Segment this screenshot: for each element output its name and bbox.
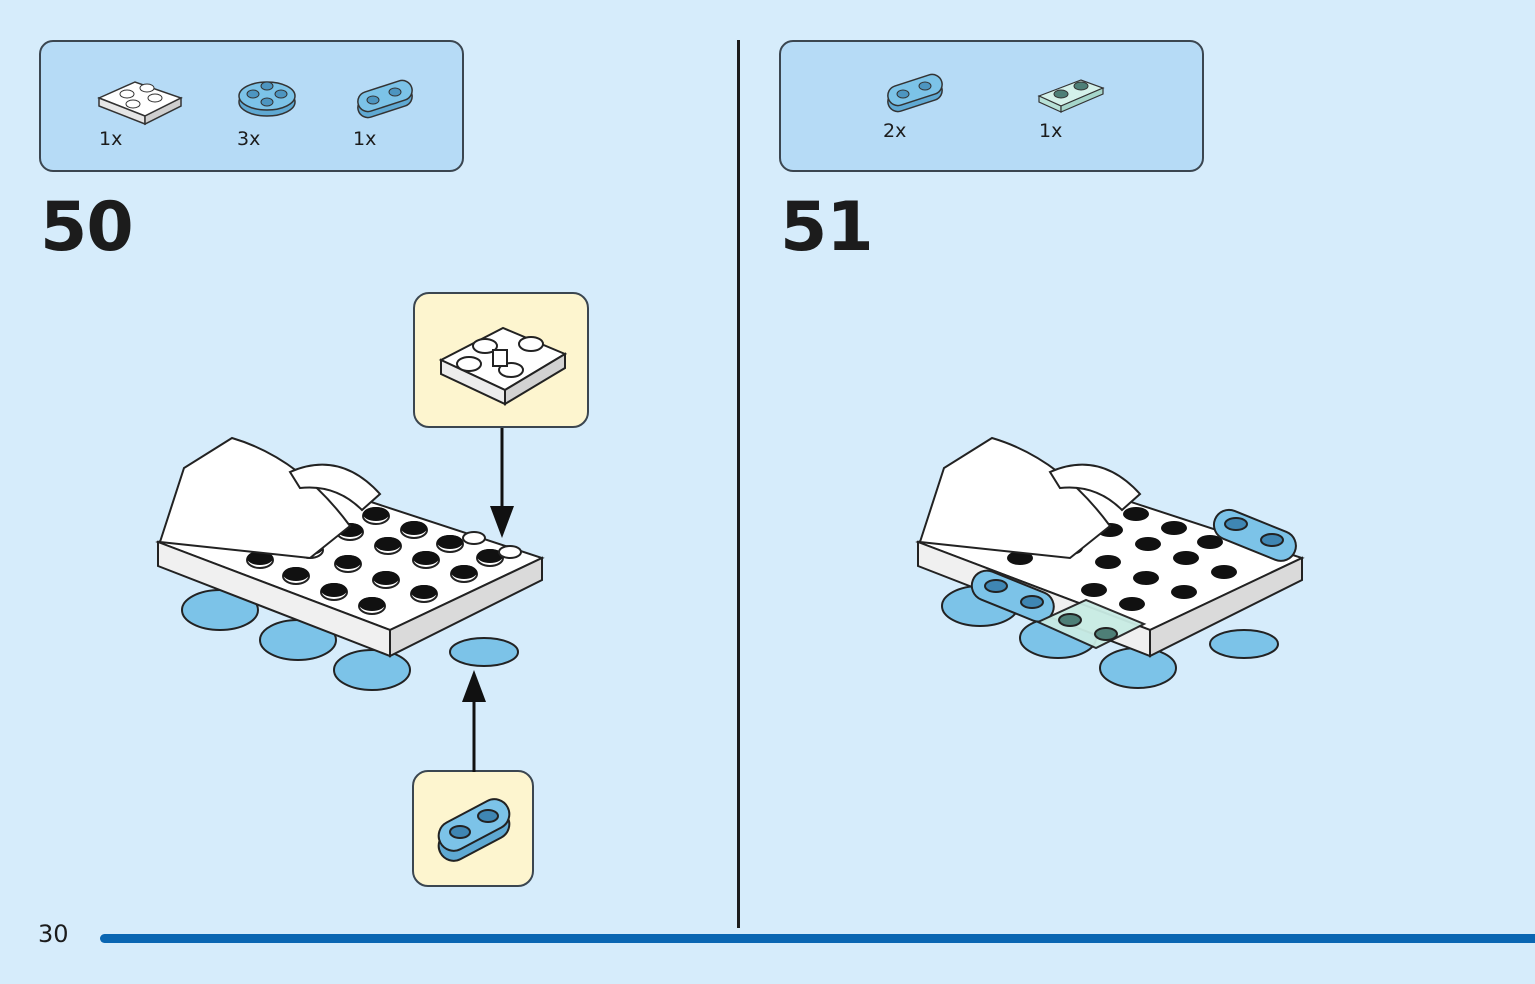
trans-light-blue-1x2-plate-icon [1037, 79, 1105, 113]
part-item: 3x [235, 68, 315, 158]
parts-list-step-51: 2x 1x [779, 40, 1204, 172]
page-divider [737, 40, 740, 928]
down-arrow-icon [490, 428, 514, 538]
step-number: 50 [40, 188, 134, 267]
up-arrow-icon [462, 670, 486, 772]
part-quantity: 3x [237, 128, 261, 150]
blue-round-plate-icon [238, 81, 296, 117]
model-step-50 [155, 436, 545, 691]
part-quantity: 1x [99, 128, 123, 150]
part-item: 1x [1037, 72, 1117, 152]
part-item: 1x [97, 68, 187, 158]
white-2x2-plate-icon [438, 326, 568, 406]
part-item: 1x [351, 78, 431, 158]
part-quantity: 2x [883, 120, 907, 142]
part-callout-bottom [412, 770, 534, 887]
blue-1x2-rounded-plate-icon [437, 798, 511, 862]
parts-list-step-50: 1x 3x 1x [39, 40, 464, 172]
blue-1x2-rounded-plate-icon [357, 79, 413, 119]
part-quantity: 1x [1039, 120, 1063, 142]
part-callout-top [413, 292, 589, 428]
white-2x2-plate-icon [97, 81, 183, 126]
progress-bar [100, 934, 1535, 943]
part-quantity: 1x [353, 128, 377, 150]
page-number: 30 [38, 920, 69, 948]
part-item: 2x [881, 72, 961, 152]
step-number: 51 [780, 188, 874, 267]
model-step-51 [915, 436, 1305, 689]
blue-1x2-rounded-plate-icon [887, 73, 943, 113]
